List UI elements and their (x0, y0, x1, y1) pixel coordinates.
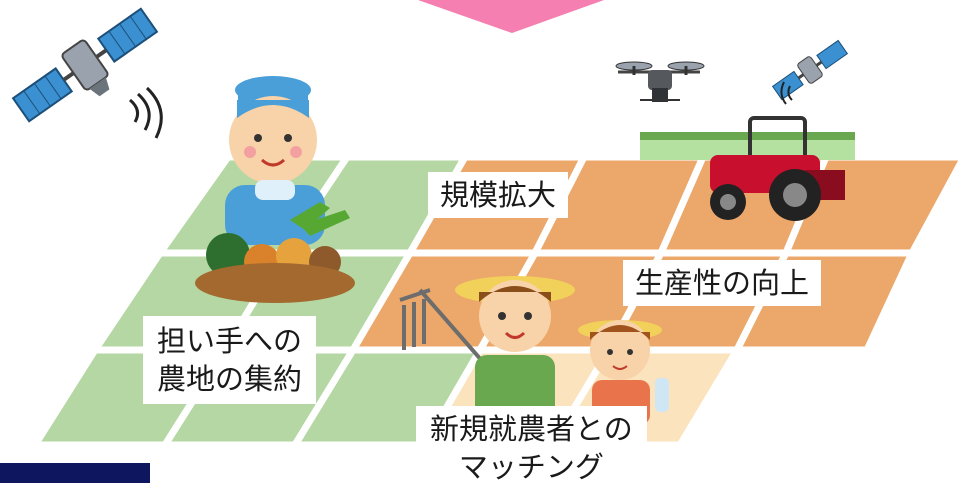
small-signal-icon (780, 81, 793, 105)
label-scale-expansion: 規模拡大 (428, 172, 569, 218)
navy-footer-bar (0, 463, 150, 483)
vegetable-basket-icon (195, 202, 355, 303)
label-consolidation: 担い手への 農地の集約 (143, 316, 317, 404)
label-productivity: 生産性の向上 (623, 260, 822, 306)
tractor-icon (710, 116, 845, 221)
drone-icon (615, 61, 705, 102)
label-matching-line1: 新規就農者との (430, 412, 633, 446)
label-consolidation-line2: 農地の集約 (157, 362, 303, 396)
satellite-icon (11, 7, 159, 123)
arrow-shape (418, 0, 604, 33)
label-consolidation-line1: 担い手への (157, 324, 303, 358)
farmer-with-vegetables-icon (225, 76, 325, 245)
tractor-scene (640, 132, 855, 160)
signal-waves-icon (128, 86, 163, 139)
label-matching-line2: マッチング (458, 450, 604, 484)
label-matching: 新規就農者との マッチング (416, 406, 647, 486)
small-satellite-icon (771, 39, 849, 101)
